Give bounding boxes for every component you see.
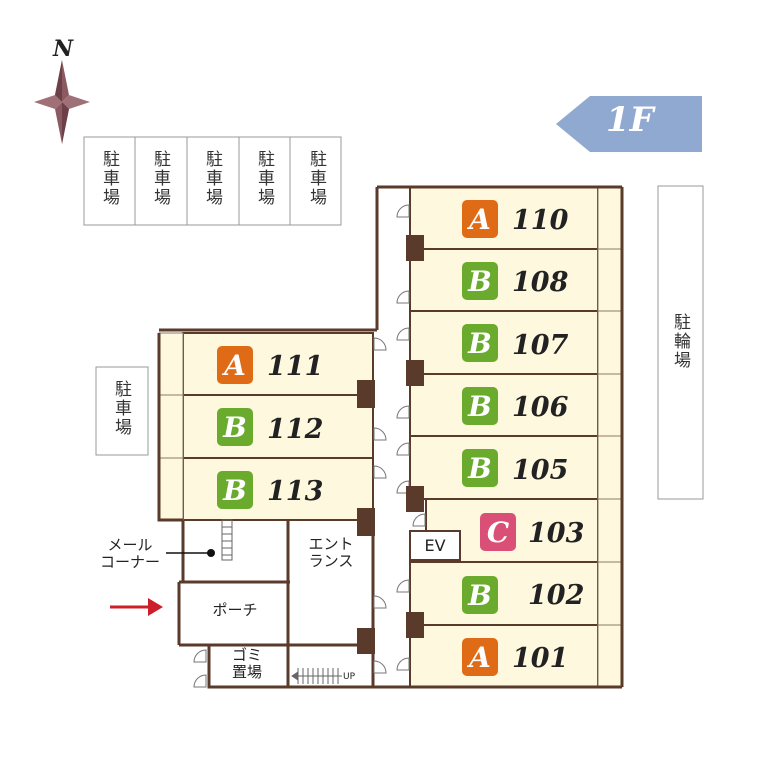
parking-space-3: 駐車場 [202, 150, 222, 207]
parking-space-2: 駐車場 [150, 150, 170, 207]
unit-number: 105 [512, 455, 569, 486]
unit-type-badge: B [217, 471, 253, 509]
unit-type-badge: B [217, 408, 253, 446]
compass-icon [34, 60, 90, 144]
mail-corner-label: メール コーナー [99, 536, 160, 571]
left-balconies [158, 332, 184, 521]
bicycle-parking-label: 駐輪場 [670, 313, 690, 370]
unit-number: 113 [267, 476, 324, 507]
bicycle-parking [657, 185, 704, 500]
elevator-label: EV [424, 536, 446, 555]
parking-space-left: 駐車場 [111, 380, 131, 437]
unit-type-badge: C [480, 513, 516, 551]
parking-left [95, 366, 149, 456]
unit-type-badge: B [462, 576, 498, 614]
right-balconies [597, 186, 623, 688]
unit-number: 107 [512, 330, 569, 361]
unit-number: 110 [512, 205, 569, 236]
up-stairs [291, 668, 342, 684]
north-label: N [53, 36, 74, 62]
garbage-area-label: ゴミ 置場 [231, 646, 262, 681]
porch-label: ポーチ [212, 601, 258, 619]
entrance-label: エント ランス [308, 535, 354, 570]
unit-number: 106 [512, 392, 569, 423]
elevator-box [409, 530, 461, 561]
unit-number: 102 [528, 580, 585, 611]
parking-row-top [83, 136, 342, 226]
parking-space-5: 駐車場 [306, 150, 326, 207]
building-outline [157, 185, 624, 689]
mail-corner-dot [207, 549, 215, 557]
unit-number: 101 [512, 643, 569, 674]
unit-type-badge: B [462, 387, 498, 425]
parking-space-1: 駐車場 [99, 150, 119, 207]
unit-type-badge: A [462, 638, 498, 676]
unit-number: 111 [267, 351, 324, 382]
parking-space-4: 駐車場 [254, 150, 274, 207]
entry-arrow-icon [110, 598, 163, 616]
mail-corner-stairs [221, 519, 233, 561]
unit-type-badge: A [462, 200, 498, 238]
door-swings [193, 204, 426, 688]
unit-number: 108 [512, 267, 569, 298]
floor-indicator-arrow [556, 96, 702, 152]
unit-type-badge: B [462, 449, 498, 487]
unit-type-badge: B [462, 324, 498, 362]
floor-label: 1F [606, 100, 654, 140]
stairs-up-label: UP [342, 672, 355, 682]
unit-type-badge: B [462, 262, 498, 300]
structural-columns [357, 235, 424, 654]
unit-type-badge: A [217, 346, 253, 384]
left-wing-rooms [182, 332, 374, 521]
unit-number: 112 [267, 414, 324, 445]
unit-number: 103 [528, 518, 585, 549]
right-wing-rooms [409, 186, 599, 688]
